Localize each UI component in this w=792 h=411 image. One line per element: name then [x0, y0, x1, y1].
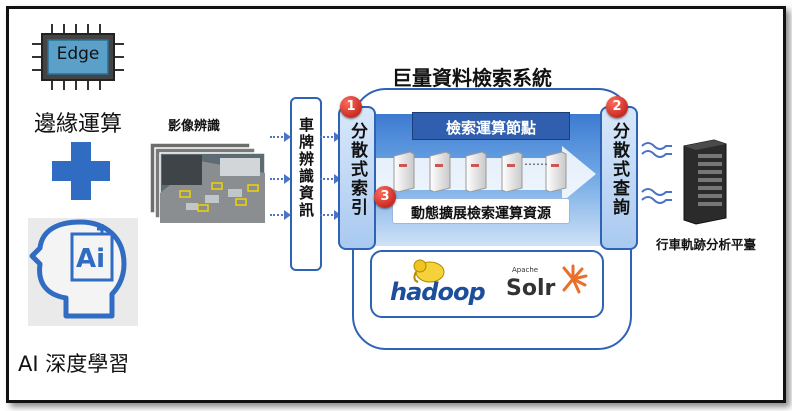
plate-info-box: 車牌辨識資訊 [290, 97, 322, 271]
image-recognition-label: 影像辨識 [168, 119, 221, 134]
distributed-index-box: 分散式索引 [338, 106, 376, 250]
plate-to-index-arrows [320, 128, 342, 228]
compute-nodes-box: 檢索運算節點 [412, 112, 570, 140]
badge-3: 3 [374, 186, 396, 208]
big-data-title: 巨量資料檢索系統 [392, 66, 552, 90]
distributed-index-label: 分散式索引 [347, 122, 367, 217]
server-tower-icon [676, 138, 728, 226]
edge-chip-icon: Edge [30, 22, 126, 92]
hadoop-logo-text: hadoop [390, 278, 486, 306]
server-node-icons: …… [390, 150, 580, 193]
query-to-platform-waves [640, 140, 674, 210]
image-to-plate-arrows [270, 128, 292, 228]
traffic-image-stack [149, 133, 268, 225]
dynamic-resources-box: 動態擴展檢索運算資源 [392, 198, 570, 224]
solr-logo-text: Solr [506, 276, 556, 301]
plus-icon [52, 142, 110, 200]
trajectory-platform-label: 行車軌跡分析平臺 [656, 237, 757, 252]
compute-nodes-label: 檢索運算節點 [445, 119, 536, 137]
ai-head-icon: Ai [28, 218, 138, 326]
edge-chip-label: Edge [56, 44, 100, 64]
node-ellipsis: …… [524, 154, 548, 168]
plate-info-label: 車牌辨識資訊 [297, 117, 315, 219]
dynamic-resources-label: 動態擴展檢索運算資源 [411, 206, 551, 222]
badge-1: 1 [340, 96, 362, 118]
edge-computing-label: 邊緣運算 [34, 112, 123, 137]
apache-label: Apache [512, 266, 539, 274]
hadoop-elephant-icon [413, 259, 445, 283]
distributed-query-box: 分散式查詢 [600, 106, 638, 250]
ai-deep-learning-label: AI 深度學習 [18, 352, 130, 376]
distributed-query-label: 分散式查詢 [609, 122, 629, 217]
badge-2: 2 [606, 96, 628, 118]
ai-icon-text: Ai [76, 244, 106, 274]
solr-sun-icon [562, 264, 588, 294]
logos-panel: hadoop Apache Solr [370, 250, 604, 318]
